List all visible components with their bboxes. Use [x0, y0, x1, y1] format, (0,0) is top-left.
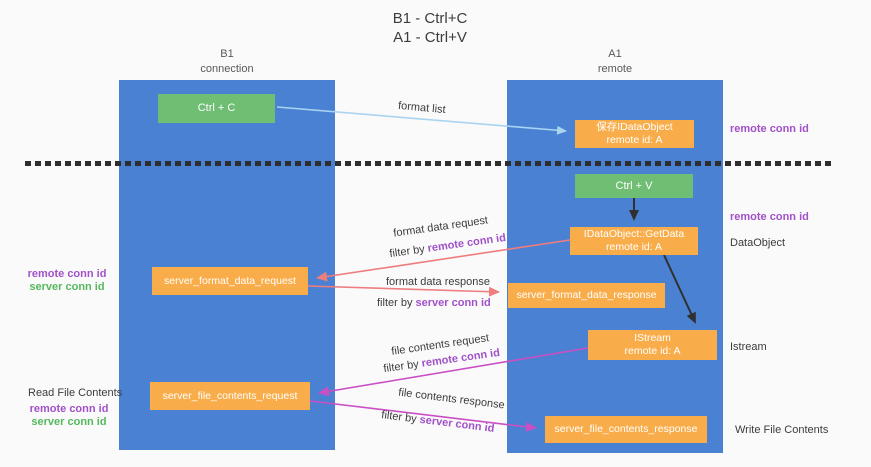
getdata-line2: remote id: A — [605, 241, 663, 253]
istream-line2: remote id: A — [624, 345, 681, 357]
right-column-role: remote — [597, 63, 633, 75]
server-format-data-response-box: server_format_data_response — [508, 283, 665, 308]
right-column-name: A1 — [608, 48, 622, 60]
left-column-role: connection — [200, 63, 254, 75]
ctrl-v-label: Ctrl + V — [615, 179, 653, 192]
keep-idataobject-box: 保存IDataObject remote id: A — [575, 120, 694, 148]
right-column-header: A1 remote — [507, 47, 723, 77]
filter-by-server-conn-id-label-2: filter by server conn id — [380, 409, 496, 435]
format-list-label: format list — [397, 99, 447, 117]
server-file-contents-response-box: server_file_contents_response — [545, 416, 707, 443]
left-column-name: B1 — [220, 48, 234, 60]
dataobject-annotation: DataObject — [730, 237, 786, 249]
server-file-contents-request-box: server_file_contents_request — [150, 382, 310, 410]
conn-id-stack-file: remote conn id server conn id — [24, 403, 114, 429]
server-format-data-response-label: server_format_data_response — [516, 289, 657, 301]
ctrl-c-box: Ctrl + C — [158, 94, 275, 123]
ctrl-v-box: Ctrl + V — [575, 174, 693, 198]
istream-annotation: Istream — [730, 341, 767, 353]
read-file-contents-annotation: Read File Contents — [28, 387, 123, 399]
server-conn-id-left-2: server conn id — [31, 416, 107, 428]
file-contents-response-label: file contents response — [397, 386, 506, 412]
remote-conn-id-annotation-top: remote conn id — [730, 123, 809, 135]
remote-conn-id-annotation-mid: remote conn id — [730, 211, 809, 223]
format-data-response-label: format data response — [386, 276, 490, 288]
server-file-contents-response-label: server_file_contents_response — [554, 423, 698, 435]
copy-paste-divider-line — [25, 161, 833, 166]
conn-id-stack-format: remote conn id server conn id — [22, 268, 112, 294]
diagram-title: B1 - Ctrl+C A1 - Ctrl+V — [0, 9, 860, 47]
remote-conn-id-left-1: remote conn id — [27, 268, 107, 280]
title-line-2: A1 - Ctrl+V — [393, 29, 467, 46]
write-file-contents-annotation: Write File Contents — [735, 424, 829, 436]
server-format-data-request-box: server_format_data_request — [152, 267, 308, 295]
ctrl-c-label: Ctrl + C — [197, 102, 236, 114]
keep-idataobject-line2: remote id: A — [606, 134, 663, 146]
keep-idataobject-line1: 保存IDataObject — [596, 121, 673, 133]
left-column-header: B1 connection — [119, 47, 335, 77]
remote-conn-id-left-2: remote conn id — [29, 403, 109, 415]
server-conn-id-left-1: server conn id — [29, 281, 105, 293]
istream-box: IStream remote id: A — [588, 330, 717, 360]
title-line-1: B1 - Ctrl+C — [392, 10, 468, 27]
istream-line1: IStream — [634, 332, 671, 344]
getdata-line1: IDataObject::GetData — [583, 228, 685, 240]
filter-by-server-conn-id-label-1: filter by server conn id — [377, 297, 491, 309]
server-format-data-request-label: server_format_data_request — [164, 274, 296, 287]
idataobject-getdata-box: IDataObject::GetData remote id: A — [570, 227, 698, 255]
server-file-contents-request-label: server_file_contents_request — [162, 389, 298, 402]
